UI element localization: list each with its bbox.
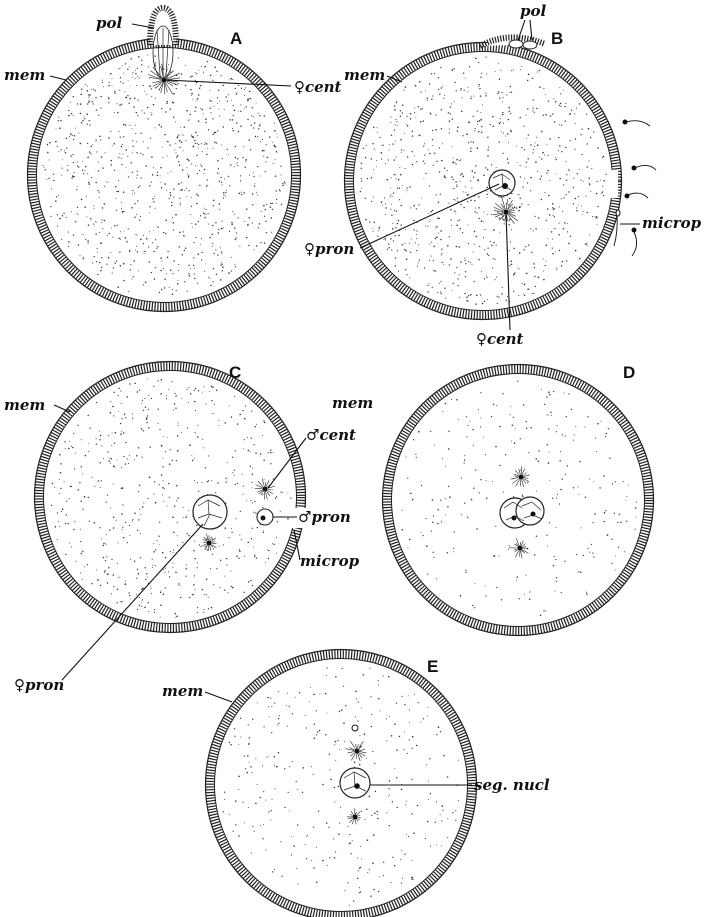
male-pron-label-c: ♂pron bbox=[298, 508, 351, 526]
mem-label-e: mem bbox=[162, 682, 203, 700]
centrosome-upper-e bbox=[346, 741, 367, 761]
pol-label-b: pol bbox=[520, 2, 546, 20]
male-cent-label-c: ♂cent bbox=[306, 426, 356, 444]
egg-panel-d: D mem bbox=[332, 363, 654, 636]
mem-label-b: mem bbox=[344, 66, 385, 84]
seg-nucl-label-e: seg. nucl bbox=[474, 776, 550, 794]
cytoplasm-stipple-a bbox=[42, 54, 285, 295]
egg-panel-c: C mem ♂cent ♂pron microp ♀pron bbox=[4, 362, 360, 695]
membrane-inner-a bbox=[37, 48, 292, 303]
female-cent-label-a: ♀cent bbox=[294, 78, 342, 96]
egg-panel-e: E mem seg. nucl bbox=[162, 650, 550, 917]
membrane-c bbox=[39, 366, 301, 628]
cytoplasm-stipple-b bbox=[360, 56, 607, 304]
panel-letter-e: E bbox=[427, 657, 438, 676]
panel-letter-a: A bbox=[230, 29, 242, 48]
cytoplasm-stipple-c bbox=[51, 379, 292, 618]
female-pron-label-c: ♀pron bbox=[14, 676, 64, 694]
centrosome-lower-d bbox=[509, 538, 528, 558]
female-centrosome-a bbox=[148, 64, 180, 95]
centrosome-upper-d bbox=[511, 466, 530, 487]
microp-label-c: microp bbox=[300, 552, 360, 570]
pol-label-a: pol bbox=[96, 14, 122, 32]
female-pron-label-b: ♀pron bbox=[304, 240, 354, 258]
female-pronucleus-c bbox=[193, 495, 227, 529]
panel-letter-c: C bbox=[229, 363, 241, 382]
mem-label-d: mem bbox=[332, 394, 373, 412]
female-centrosome-b bbox=[493, 198, 518, 224]
membrane-b bbox=[349, 47, 617, 315]
centrosome-lower-e bbox=[347, 808, 361, 824]
panel-letter-b: B bbox=[551, 29, 563, 48]
egg-panel-b: B pol mem microp ♀pron ♀cent bbox=[304, 2, 702, 348]
pronucleus-right-d bbox=[516, 497, 544, 525]
microp-label-b: microp bbox=[642, 214, 702, 232]
female-centrosome-c bbox=[200, 534, 216, 551]
mem-label-c: mem bbox=[4, 396, 45, 414]
micropyle-b bbox=[611, 170, 618, 198]
egg-panel-a: A pol mem ♀cent bbox=[4, 8, 342, 312]
panel-letter-d: D bbox=[623, 363, 635, 382]
mem-label-a: mem bbox=[4, 66, 45, 84]
female-cent-label-b: ♀cent bbox=[476, 330, 524, 348]
